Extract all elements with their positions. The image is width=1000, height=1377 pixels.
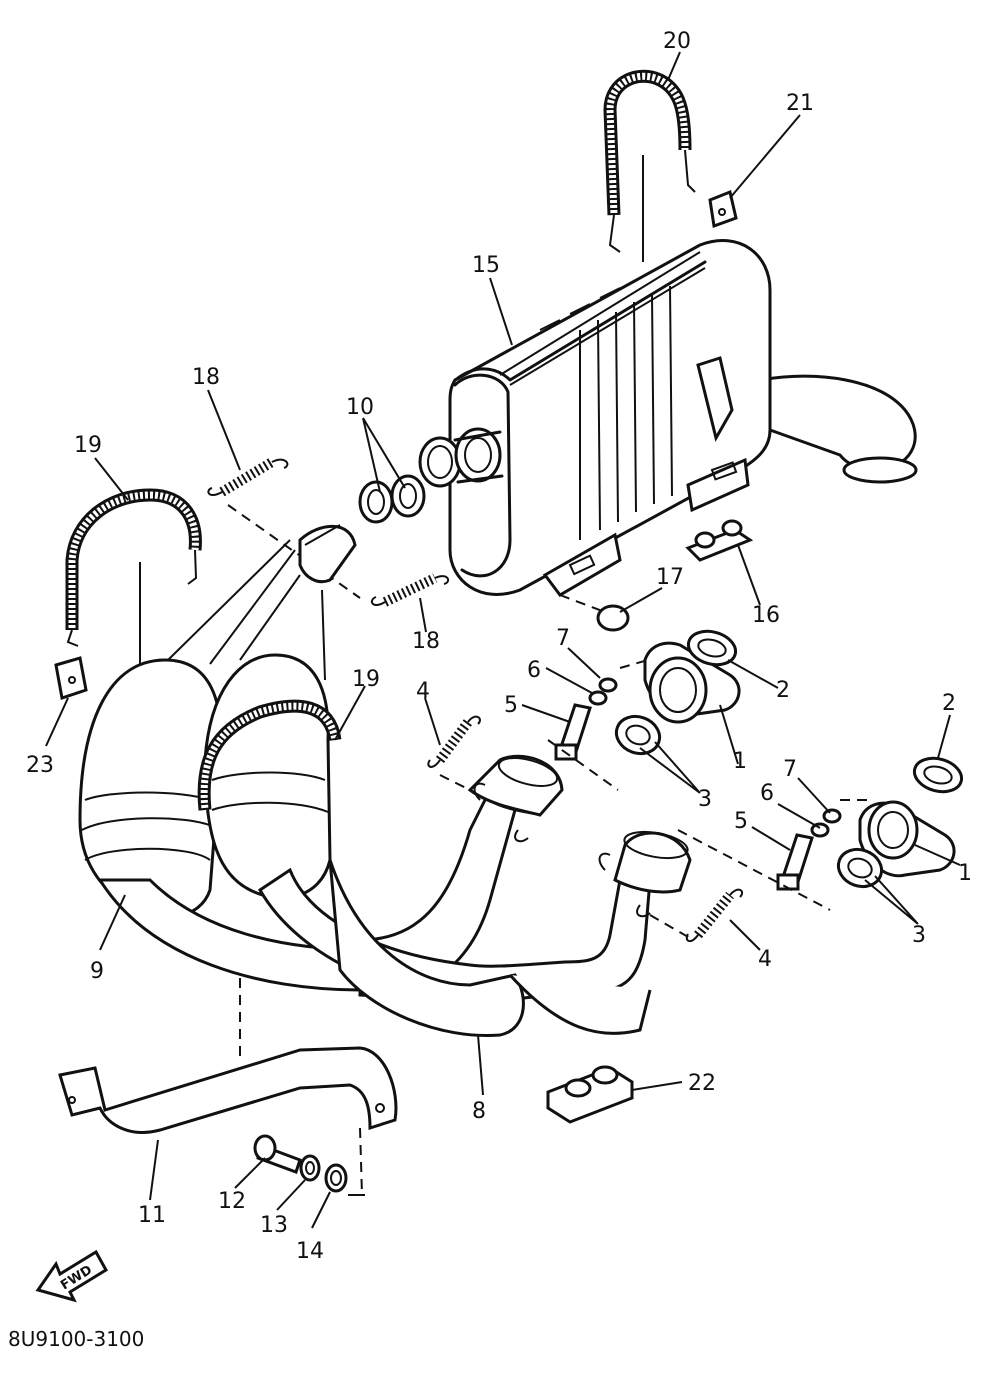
callout-22: 22	[688, 1071, 716, 1096]
callout-2: 2	[942, 691, 956, 716]
bracket-part-23	[54, 656, 88, 700]
gasket-part-10	[358, 474, 426, 524]
callout-19: 19	[74, 433, 102, 458]
damper-part-17	[559, 594, 630, 632]
callout-18: 18	[412, 629, 440, 654]
muffler-part-15	[418, 239, 918, 597]
callout-20: 20	[663, 29, 691, 54]
callout-16: 16	[752, 603, 780, 628]
forward-arrow-icon: FWD	[35, 1249, 109, 1303]
callout-13: 13	[260, 1213, 288, 1238]
callout-1: 1	[958, 861, 972, 886]
callout-7: 7	[556, 626, 570, 651]
callout-11: 11	[138, 1203, 166, 1228]
spring-part-18-lower	[370, 573, 450, 607]
diagram-code: 8U9100-3100	[8, 1327, 144, 1351]
callout-18: 18	[192, 365, 220, 390]
mount-part-22	[546, 1065, 634, 1124]
bracket-part-21	[708, 189, 738, 229]
flange-set-upper	[547, 629, 741, 791]
flange-set-lower	[677, 756, 964, 911]
spring-part-4-lower	[649, 888, 744, 943]
callout-19: 19	[352, 667, 380, 692]
callout-3: 3	[698, 787, 712, 812]
nut-part-14	[324, 1163, 348, 1193]
callout-12: 12	[218, 1189, 246, 1214]
spring-part-20	[603, 69, 696, 262]
spring-part-18-upper	[207, 457, 289, 497]
callout-7: 7	[783, 757, 797, 782]
callout-17: 17	[656, 565, 684, 590]
callout-6: 6	[527, 658, 541, 683]
callout-5: 5	[734, 809, 748, 834]
stay-part-11	[58, 978, 398, 1134]
callout-15: 15	[472, 253, 500, 278]
callout-2: 2	[776, 678, 790, 703]
callout-23: 23	[26, 753, 54, 778]
callout-labels: 20 21 15 18 10 19 17 16 18 7 2 6 19 5 4 …	[26, 29, 972, 1264]
washer-part-13	[299, 1154, 321, 1182]
bolt-part-12	[253, 1134, 302, 1174]
spring-part-4-upper	[427, 715, 481, 791]
callout-14: 14	[296, 1239, 324, 1264]
callout-10: 10	[346, 395, 374, 420]
callout-1: 1	[733, 749, 747, 774]
spring-part-19-center	[197, 699, 342, 811]
callout-8: 8	[472, 1099, 486, 1124]
leader-lines	[45, 51, 961, 1229]
callout-5: 5	[504, 693, 518, 718]
callout-4: 4	[758, 947, 772, 972]
exhaust-pipe-part-9	[78, 524, 564, 998]
callout-6: 6	[760, 781, 774, 806]
callout-4: 4	[416, 679, 430, 704]
exhaust-pipe-part-8	[203, 653, 692, 1038]
callout-9: 9	[90, 959, 104, 984]
mount-part-16	[685, 519, 754, 562]
callout-3: 3	[912, 923, 926, 948]
callout-21: 21	[786, 91, 814, 116]
